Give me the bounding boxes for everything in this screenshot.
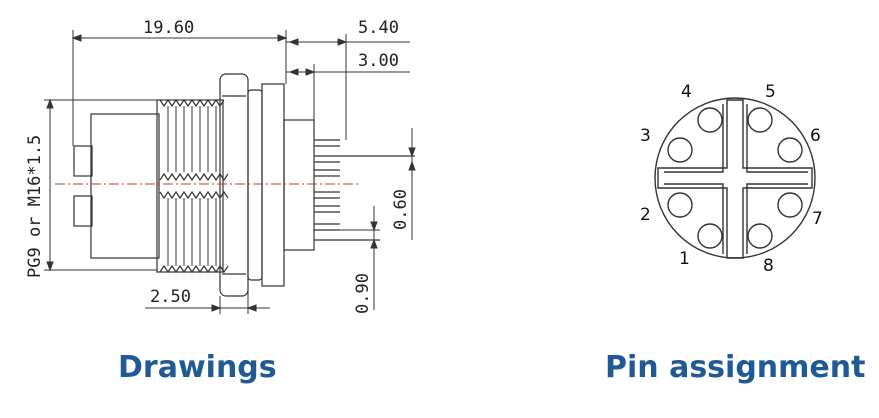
pin-contact-8	[747, 223, 773, 249]
pin-label-2: 2	[640, 205, 651, 225]
pin-face-view	[654, 97, 816, 259]
pin-label-6: 6	[810, 126, 821, 146]
pcb-housing	[283, 119, 315, 251]
dim-pin-thickness: 0.90	[353, 273, 373, 314]
pin-contact-6	[777, 137, 803, 163]
hex-nut	[219, 73, 249, 297]
dim-pin-pitch: 0.60	[391, 189, 411, 230]
pin-contact-2	[667, 192, 693, 218]
dim-flange-thickness: 2.50	[150, 287, 191, 307]
pin-assignment-caption: Pin assignment	[605, 350, 866, 385]
pin-label-7: 7	[812, 209, 823, 229]
thread-top	[159, 98, 229, 182]
pin-contact-3	[667, 137, 693, 163]
pin-label-8: 8	[763, 256, 774, 276]
dim-tail-length: 5.40	[358, 18, 399, 38]
face-outline	[654, 97, 816, 259]
pin-contact-1	[697, 223, 723, 249]
rear-slot-lower	[73, 195, 93, 227]
connector-side-view	[55, 73, 415, 297]
thread-crests	[167, 106, 217, 266]
pin-contacts	[667, 107, 803, 249]
washer	[247, 89, 263, 281]
pin-contact-4	[697, 107, 723, 133]
pin-label-1: 1	[679, 249, 690, 269]
rear-slot-upper	[73, 145, 93, 177]
thread-bottom	[159, 190, 229, 274]
pin-contact-5	[747, 107, 773, 133]
flange	[261, 83, 285, 287]
dim-thread-spec: PG9 or M16*1.5	[25, 135, 45, 278]
shield-cross	[657, 99, 813, 259]
threaded-body	[156, 99, 224, 273]
pin-label-4: 4	[681, 82, 692, 102]
dim-pin-length: 3.00	[358, 51, 399, 71]
rear-cap	[90, 113, 160, 259]
pcb-pins	[314, 139, 415, 241]
dim-overall-length: 19.60	[143, 18, 194, 38]
pin-contact-7	[777, 192, 803, 218]
dimension-lines	[44, 30, 416, 314]
drawings-caption: Drawings	[118, 350, 277, 385]
pin-label-3: 3	[640, 126, 651, 146]
pin-label-5: 5	[765, 82, 776, 102]
